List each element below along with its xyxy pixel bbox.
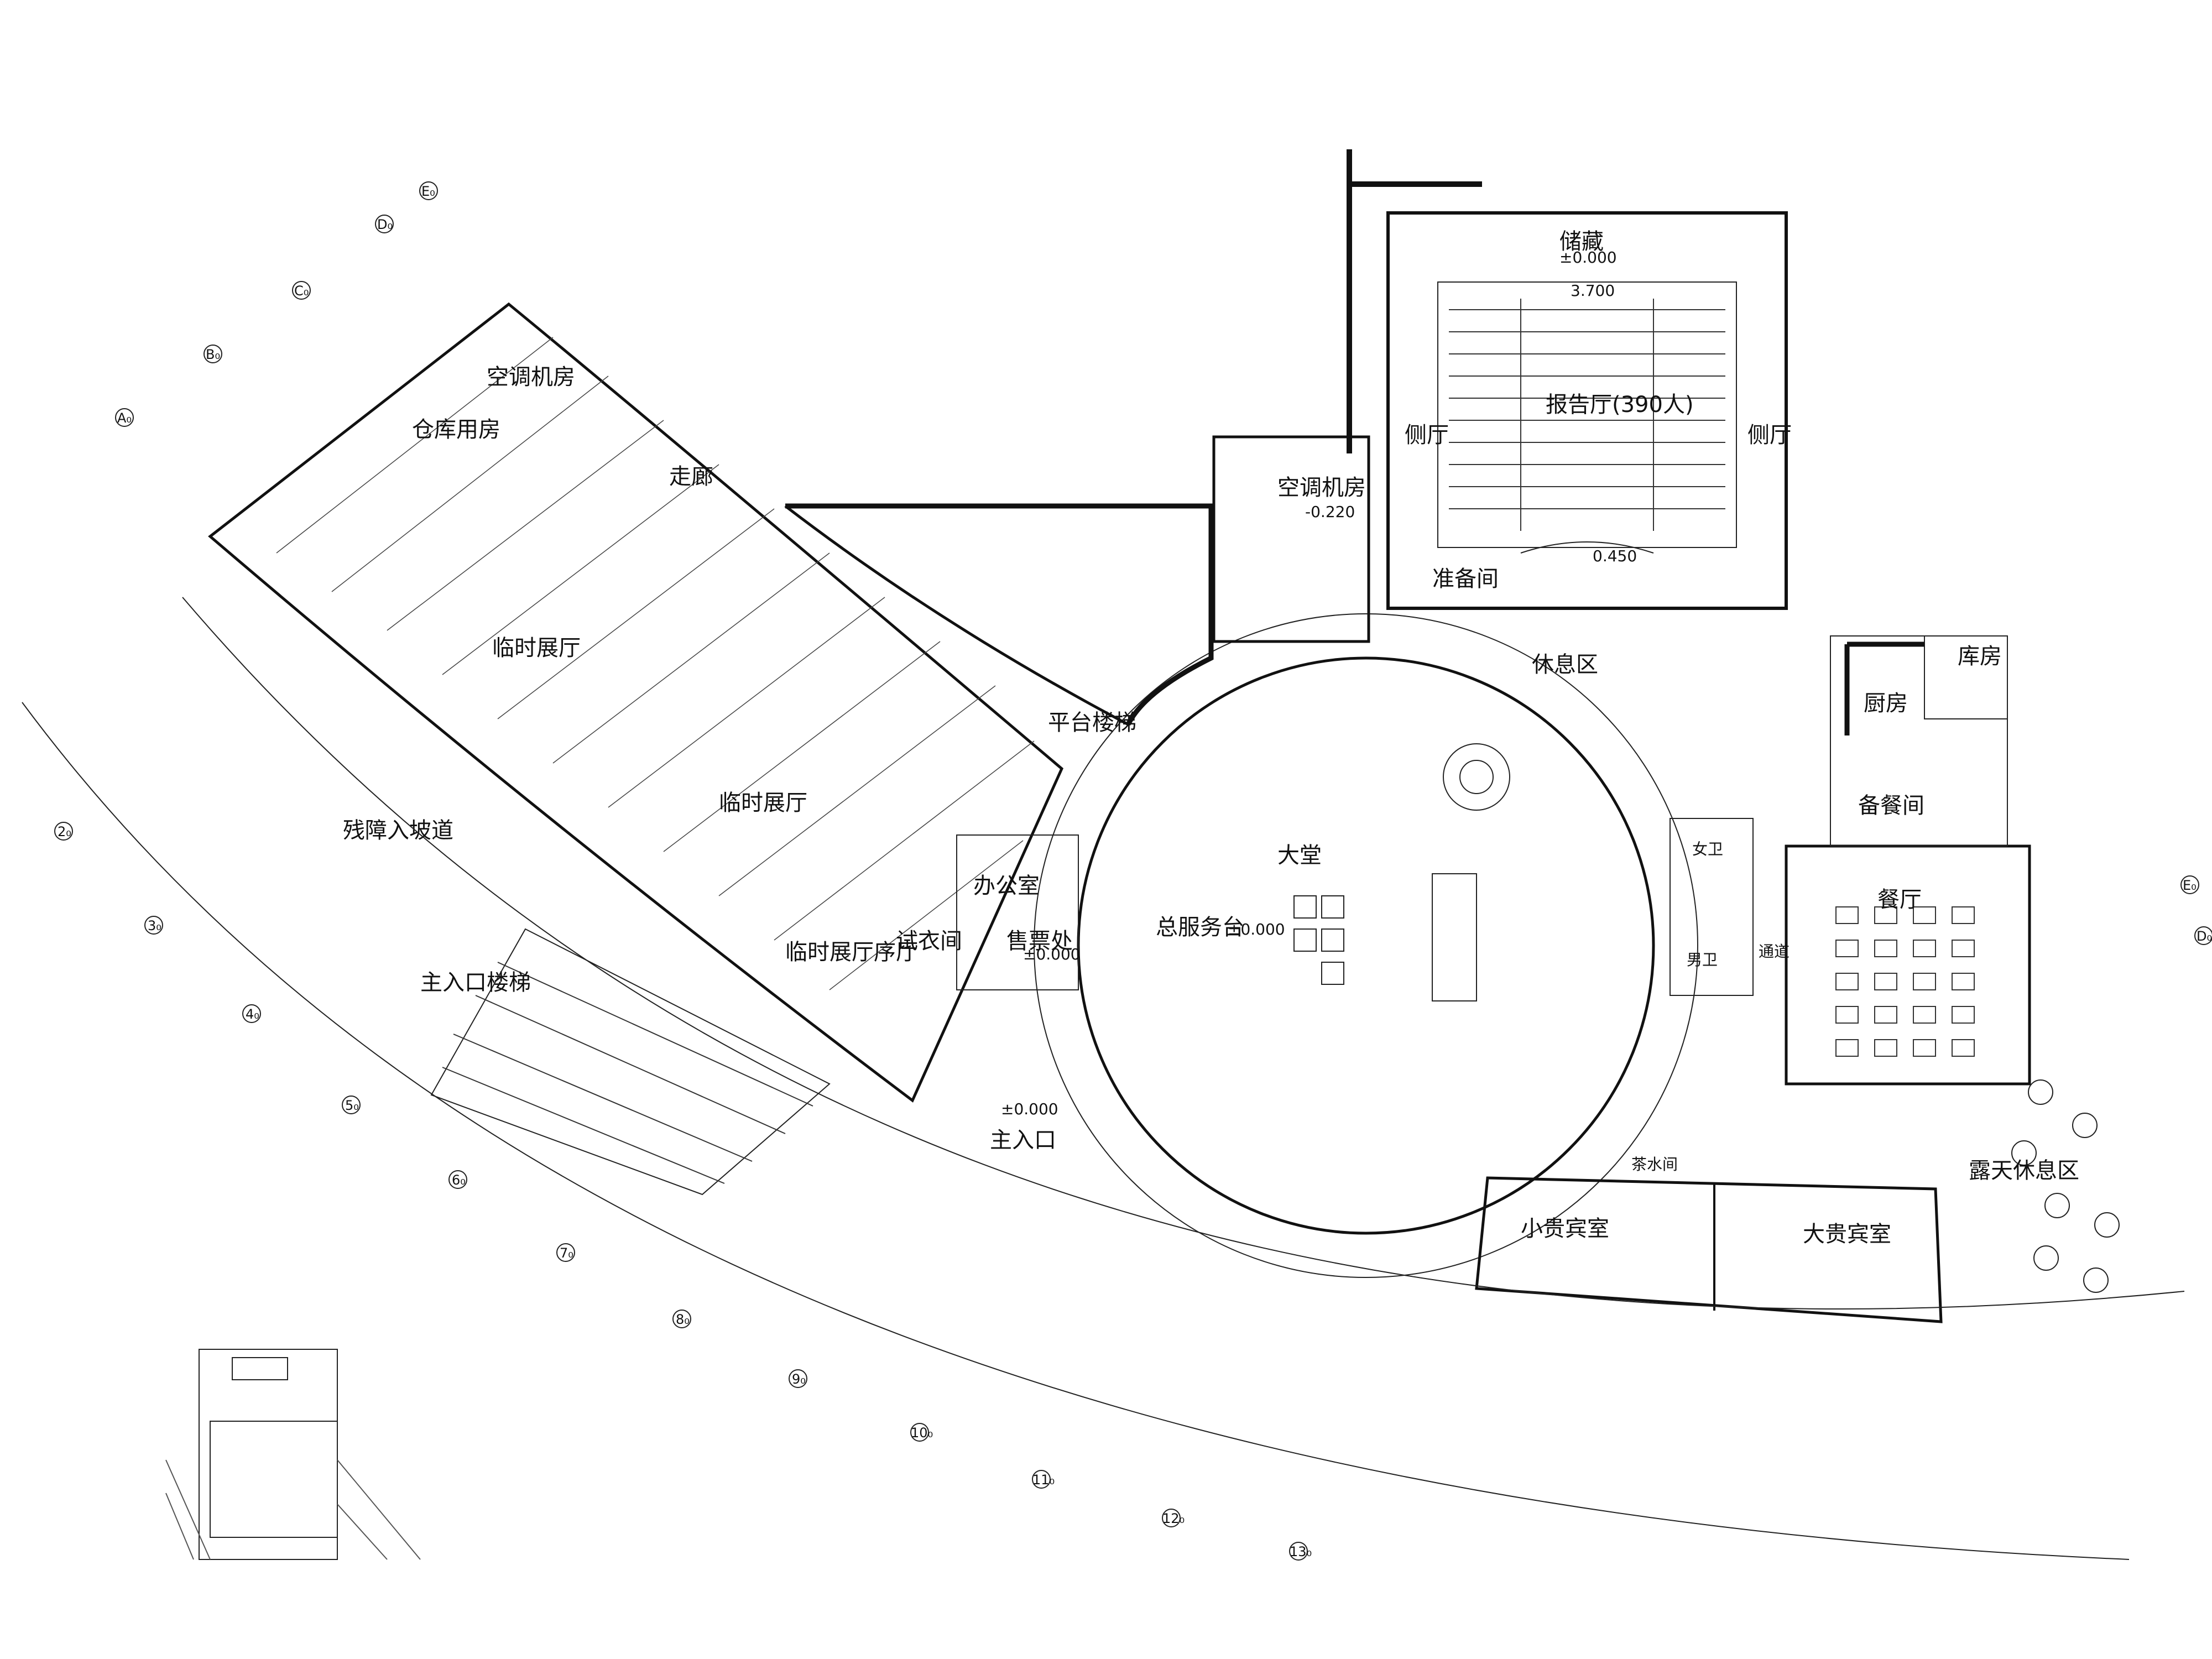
ticket-label: 售票处 (1006, 928, 1073, 954)
dining-tables (1835, 906, 1975, 1057)
female-wc-label: 女卫 (1692, 840, 1723, 858)
restaurant-block: 餐厅 库房 厨房 备餐间 (1785, 635, 2031, 1086)
front-desk-label: 总服务台 (1156, 915, 1244, 940)
kitchen-storage-label: 库房 (1958, 644, 2002, 669)
level-ticket: ±0.000 (1023, 945, 1081, 963)
washroom-zone: 女卫 男卫 通道 茶水间 (1631, 818, 1790, 1173)
grid-13: 13₀ (1290, 1544, 1312, 1559)
side-hall-left-label: 侧厅 (1405, 422, 1449, 448)
exhibit-hall-2-label: 临时展厅 (719, 790, 807, 816)
grid-9: 9₀ (792, 1371, 806, 1387)
prep-room-label: 准备间 (1432, 566, 1499, 592)
side-hall-right-label: 侧厅 (1747, 422, 1792, 448)
auditorium-block: 储藏 ±0.000 3.700 报告厅(390人) 侧厅 侧厅 准备间 0.45… (1347, 149, 1792, 610)
office-label: 办公室 (973, 873, 1040, 899)
grid-A: A₀ (117, 410, 132, 426)
grid-B: B₀ (206, 347, 220, 362)
grid-12: 12₀ (1162, 1511, 1185, 1526)
grid-bubbles-left: A₀ B₀ C₀ D₀ E₀ (115, 181, 438, 427)
platform-stairs-label: 平台楼梯 (1048, 710, 1136, 735)
key-plan (165, 1349, 421, 1560)
grid-right-D: D₀ (2197, 928, 2212, 944)
main-entrance-stairs-label: 主入口楼梯 (420, 970, 531, 995)
level-0450: 0.450 (1593, 547, 1637, 565)
grid-E: E₀ (421, 184, 435, 199)
restaurant-label: 餐厅 (1877, 887, 1922, 912)
fitting-room-label: 试衣间 (896, 928, 962, 954)
rest-area-label: 休息区 (1532, 652, 1598, 677)
exhibit-hatch (276, 337, 1035, 990)
exhibit-foyer-label: 临时展厅序厅 (785, 940, 918, 965)
grid-2: 2₀ (58, 824, 71, 839)
ac-room-center-label: 空调机房 (1277, 475, 1366, 500)
level-storage: ±0.000 (1559, 248, 1617, 267)
passage-label: 通道 (1759, 942, 1790, 961)
level-entrance: ±0.000 (1001, 1100, 1058, 1118)
grid-right-E: E₀ (2183, 878, 2197, 893)
level-lobby: ±0.000 (1228, 920, 1285, 938)
grid-D: D₀ (377, 217, 393, 232)
lobby-label: 大堂 (1277, 843, 1322, 868)
exhibit-hall-label: 临时展厅 (492, 635, 581, 661)
male-wc-label: 男卫 (1687, 951, 1718, 969)
vip-zone: 小贵宾室 大贵宾室 (1475, 1176, 1943, 1323)
main-entrance-label: 主入口 (990, 1128, 1056, 1153)
level-stage: 3.700 (1571, 281, 1615, 300)
grid-C: C₀ (294, 283, 309, 299)
seat-rows (1449, 299, 1725, 531)
grid-10: 10₀ (911, 1425, 933, 1441)
grid-6: 6₀ (452, 1172, 466, 1188)
kitchen-label: 厨房 (1864, 691, 1908, 716)
grid-bubbles-arc: 2₀ 3₀ 4₀ 5₀ 6₀ 7₀ 8₀ 9₀ 10₀ 11₀ 12₀ 13₀ (54, 822, 1312, 1561)
prep-meal-label: 备餐间 (1858, 793, 1924, 818)
grid-11: 11₀ (1032, 1472, 1055, 1488)
exhibition-wing: 空调机房 仓库用房 临时展厅 临时展厅 临时展厅序厅 试衣间 走廊 平台楼梯 残… (208, 302, 1136, 1103)
storage-room-label: 仓库用房 (412, 417, 500, 442)
main-entrance-stairs: 主入口楼梯 (420, 928, 831, 1196)
office-zone: 办公室 售票处 ±0.000 主入口 ±0.000 (956, 834, 1081, 1153)
outdoor-rest-label: 露天休息区 (1969, 1158, 2079, 1183)
vip-small-label: 小贵宾室 (1521, 1216, 1609, 1241)
tea-room-label: 茶水间 (1631, 1155, 1678, 1173)
outdoor-rest-area: 露天休息区 (1969, 1079, 2120, 1293)
grid-5: 5₀ (345, 1098, 359, 1113)
storage-top-label: 储藏 (1559, 229, 1604, 254)
lecture-hall-label: 报告厅(390人) (1546, 392, 1694, 418)
lobby-rotunda: 大堂 总服务台 ±0.000 休息区 (1034, 613, 1698, 1278)
grid-3: 3₀ (148, 918, 161, 933)
level-ac: -0.220 (1305, 503, 1355, 521)
corridor-label: 走廊 (669, 464, 713, 489)
ac-room-center: 空调机房 -0.220 (1212, 435, 1370, 643)
barrier-free-ramp-label: 残障入坡道 (343, 818, 453, 843)
grid-4: 4₀ (246, 1006, 259, 1022)
ac-room-left-label: 空调机房 (487, 364, 575, 390)
grid-8: 8₀ (676, 1312, 690, 1327)
vip-large-label: 大贵宾室 (1803, 1222, 1891, 1247)
grid-bubbles-right: E₀ D₀ (2180, 875, 2212, 945)
grid-7: 7₀ (560, 1245, 573, 1261)
